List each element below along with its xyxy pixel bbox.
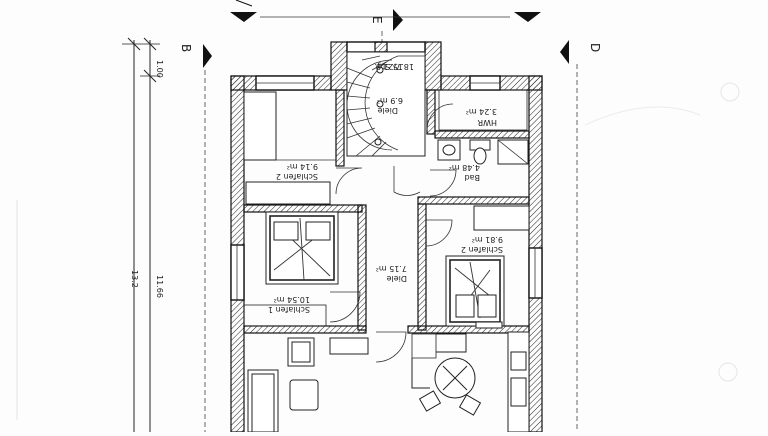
side-table xyxy=(289,379,319,411)
room-diele-top-name: Diele xyxy=(377,106,398,115)
interior-walls xyxy=(243,89,530,334)
room-bad-area: 4.48 m² xyxy=(449,163,480,172)
dim-total: 13.2 xyxy=(130,270,139,288)
door-schlafen2-right xyxy=(425,219,453,247)
axis-arrow-top-right xyxy=(514,12,541,22)
dim-inner: 11.66 xyxy=(155,275,164,298)
axis-label-b: B xyxy=(179,44,193,52)
door-living xyxy=(375,331,407,363)
door-bad xyxy=(429,169,457,197)
axis-arrow-b xyxy=(203,44,212,68)
axis-arrow-d xyxy=(560,40,569,64)
room-diele-mid-name: Diele xyxy=(386,274,407,283)
room-schlafen1-name: Schlafen 1 xyxy=(268,305,310,314)
furniture-bad xyxy=(437,89,529,165)
door-hwr xyxy=(426,103,454,131)
axis-label-e: E xyxy=(370,16,384,24)
room-schlafen2-top-area: 9.14 m² xyxy=(287,162,318,171)
scan-marks xyxy=(16,82,740,420)
room-labels: Diele 6.9 m² HWR 3.24 m² Schlafen 2 9.14… xyxy=(268,96,503,314)
room-diele-top-area: 6.9 m² xyxy=(377,96,403,105)
furniture-schlafen1 xyxy=(243,211,339,327)
door-diele xyxy=(393,166,421,196)
furniture-schlafen2-right xyxy=(445,205,530,329)
staircase: 15 Stg. 18.7/21.9 xyxy=(346,51,426,157)
dim-top: 1.00 xyxy=(155,60,164,78)
furniture-living xyxy=(247,331,530,433)
doors xyxy=(329,103,457,363)
stair-steps-label: 15 Stg. xyxy=(374,62,403,71)
room-schlafen2-top-name: Schlafen 2 xyxy=(276,172,318,181)
wardrobe xyxy=(243,91,277,161)
dimension-lines: 1.00 13.2 11.66 xyxy=(122,37,164,432)
room-schlafen2-right-area: 9.81 m² xyxy=(472,235,503,244)
room-schlafen1-area: 10.54 m² xyxy=(274,295,310,304)
desk-right xyxy=(473,205,530,231)
room-hwr-area: 3.24 m² xyxy=(466,107,497,116)
door-schlafen2-top xyxy=(335,167,363,195)
room-hwr-name: HWR xyxy=(477,118,497,127)
toilet xyxy=(473,147,487,165)
axis-arrow-e xyxy=(393,9,403,31)
sofa xyxy=(247,369,279,433)
room-diele-mid-area: 7.15 m² xyxy=(376,264,407,273)
axis-arrow-top-left xyxy=(230,12,257,22)
furniture-schlafen2-top xyxy=(243,91,331,205)
room-schlafen2-right-name: Schlafen 2 xyxy=(461,245,503,254)
desk xyxy=(245,181,331,205)
door-schlafen1 xyxy=(329,291,361,323)
stair-detail-label: 18.7/21.9 xyxy=(376,62,414,71)
axis-label-d: D xyxy=(588,43,602,52)
room-bad-name: Bad xyxy=(465,173,480,182)
